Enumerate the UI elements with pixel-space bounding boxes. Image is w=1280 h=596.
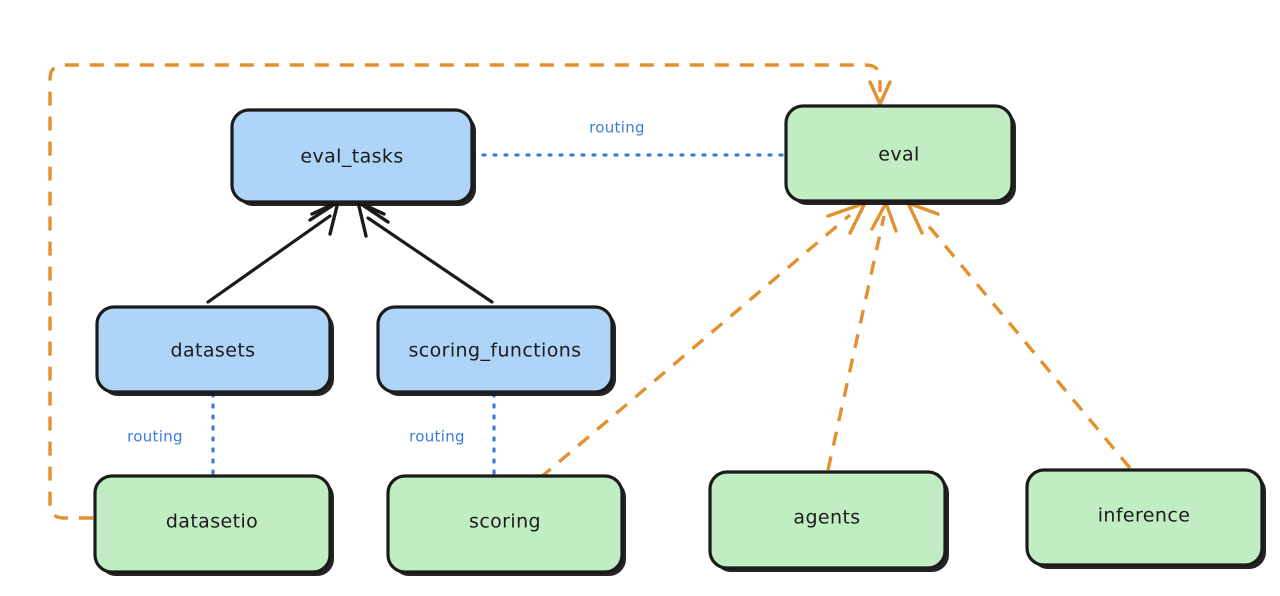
node-datasetio[interactable]: datasetio: [93, 474, 334, 576]
node-scoring-body: [386, 474, 624, 574]
node-scoring-functions-body: [376, 305, 614, 394]
node-scoring[interactable]: scoring: [386, 474, 626, 576]
edge-scoring-fns-scoring: routing: [409, 392, 496, 476]
edge-scoring-fns-eval-tasks-line: [366, 216, 494, 304]
edge-label-routing-scoring-fns-scoring: routing: [409, 428, 465, 446]
node-datasets[interactable]: datasets: [95, 305, 334, 396]
edge-datasets-eval-tasks: [206, 200, 340, 304]
node-inference-label: inference: [1098, 505, 1191, 527]
node-datasets-label: datasets: [171, 340, 256, 362]
edge-datasets-datasetio: routing: [127, 392, 215, 476]
edge-inference-eval-arrowhead: [906, 201, 940, 235]
edge-label-routing-datasets-datasetio: routing: [127, 428, 183, 446]
node-scoring-functions[interactable]: scoring_functions: [376, 305, 616, 396]
node-datasetio-label: datasetio: [166, 511, 258, 533]
node-eval-label: eval: [878, 144, 919, 166]
node-inference-body: [1025, 468, 1264, 567]
edge-inference-eval-line: [920, 216, 1132, 470]
node-scoring-label: scoring: [469, 511, 541, 533]
node-agents-label: agents: [793, 507, 860, 529]
node-agents-body: [708, 470, 947, 570]
edge-agents-eval-line: [826, 215, 886, 471]
node-agents[interactable]: agents: [708, 470, 949, 572]
node-eval[interactable]: eval: [784, 104, 1016, 205]
node-eval-body: [784, 104, 1014, 203]
edge-datasetio-eval: [48, 63, 892, 520]
edge-eval-tasks-eval: routing: [470, 119, 790, 157]
node-datasets-body: [95, 305, 332, 394]
edge-datasets-eval-tasks-line: [206, 214, 332, 304]
edge-label-routing-eval-tasks-eval: routing: [589, 119, 645, 137]
node-scoring-functions-label: scoring_functions: [409, 340, 582, 362]
edge-agents-eval: [826, 201, 898, 471]
node-eval-tasks-body: [230, 108, 474, 204]
edge-datasetio-eval-line: [48, 63, 882, 520]
node-inference[interactable]: inference: [1025, 468, 1266, 569]
edge-datasetio-eval-arrowhead: [868, 80, 892, 106]
edge-inference-eval: [906, 201, 1132, 470]
node-eval-tasks-label: eval_tasks: [300, 146, 403, 168]
node-datasetio-body: [93, 474, 332, 574]
edge-scoring-eval-line: [538, 213, 852, 480]
edge-scoring-fns-eval-tasks: [356, 200, 494, 304]
node-eval-tasks[interactable]: eval_tasks: [230, 108, 476, 206]
